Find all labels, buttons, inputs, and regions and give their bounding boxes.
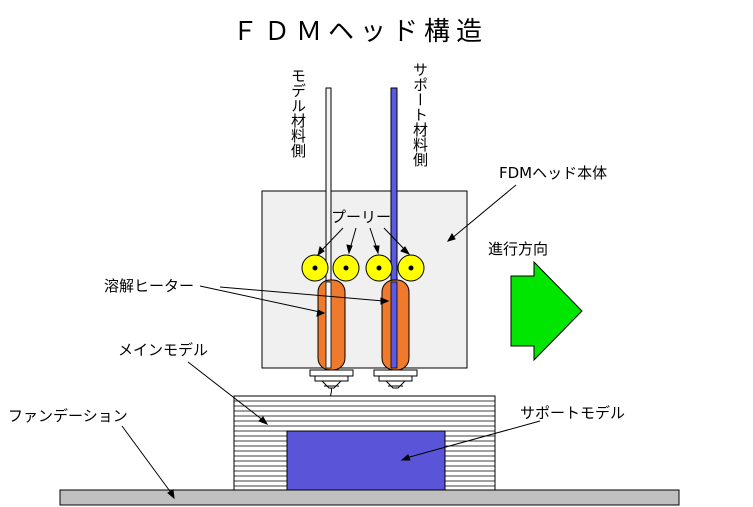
direction-label: 進行方向 bbox=[488, 240, 548, 258]
pulley-label: プーリー bbox=[331, 208, 391, 226]
leader-lines bbox=[121, 184, 541, 500]
head-body-label: FDMヘッド本体 bbox=[499, 164, 607, 182]
support-model-label: サポートモデル bbox=[520, 404, 625, 422]
model-material-label: モデル材料側 bbox=[289, 68, 307, 158]
right-arrow-icon bbox=[510, 260, 583, 362]
model-filament-inside-heater bbox=[325, 281, 332, 369]
support-material-label: サポート材料側 bbox=[411, 62, 429, 167]
fdm-head-body bbox=[261, 190, 468, 369]
support-model-block bbox=[286, 430, 446, 491]
foundation-base bbox=[59, 489, 680, 506]
model-nozzle-icon bbox=[309, 369, 354, 389]
main-model-label: メインモデル bbox=[118, 341, 208, 359]
model-heater bbox=[317, 279, 346, 371]
support-nozzle-icon bbox=[373, 369, 418, 389]
pulley-icon bbox=[301, 254, 329, 282]
page-title: ＦＤＭヘッド構造 bbox=[232, 17, 488, 47]
support-filament-inside-heater bbox=[390, 281, 398, 369]
pulley-icon bbox=[365, 254, 393, 282]
pulley-icon bbox=[397, 254, 425, 282]
pulley-icon bbox=[332, 254, 360, 282]
foundation-label: ファンデーション bbox=[8, 407, 128, 425]
heater-label: 溶解ヒーター bbox=[104, 277, 194, 295]
